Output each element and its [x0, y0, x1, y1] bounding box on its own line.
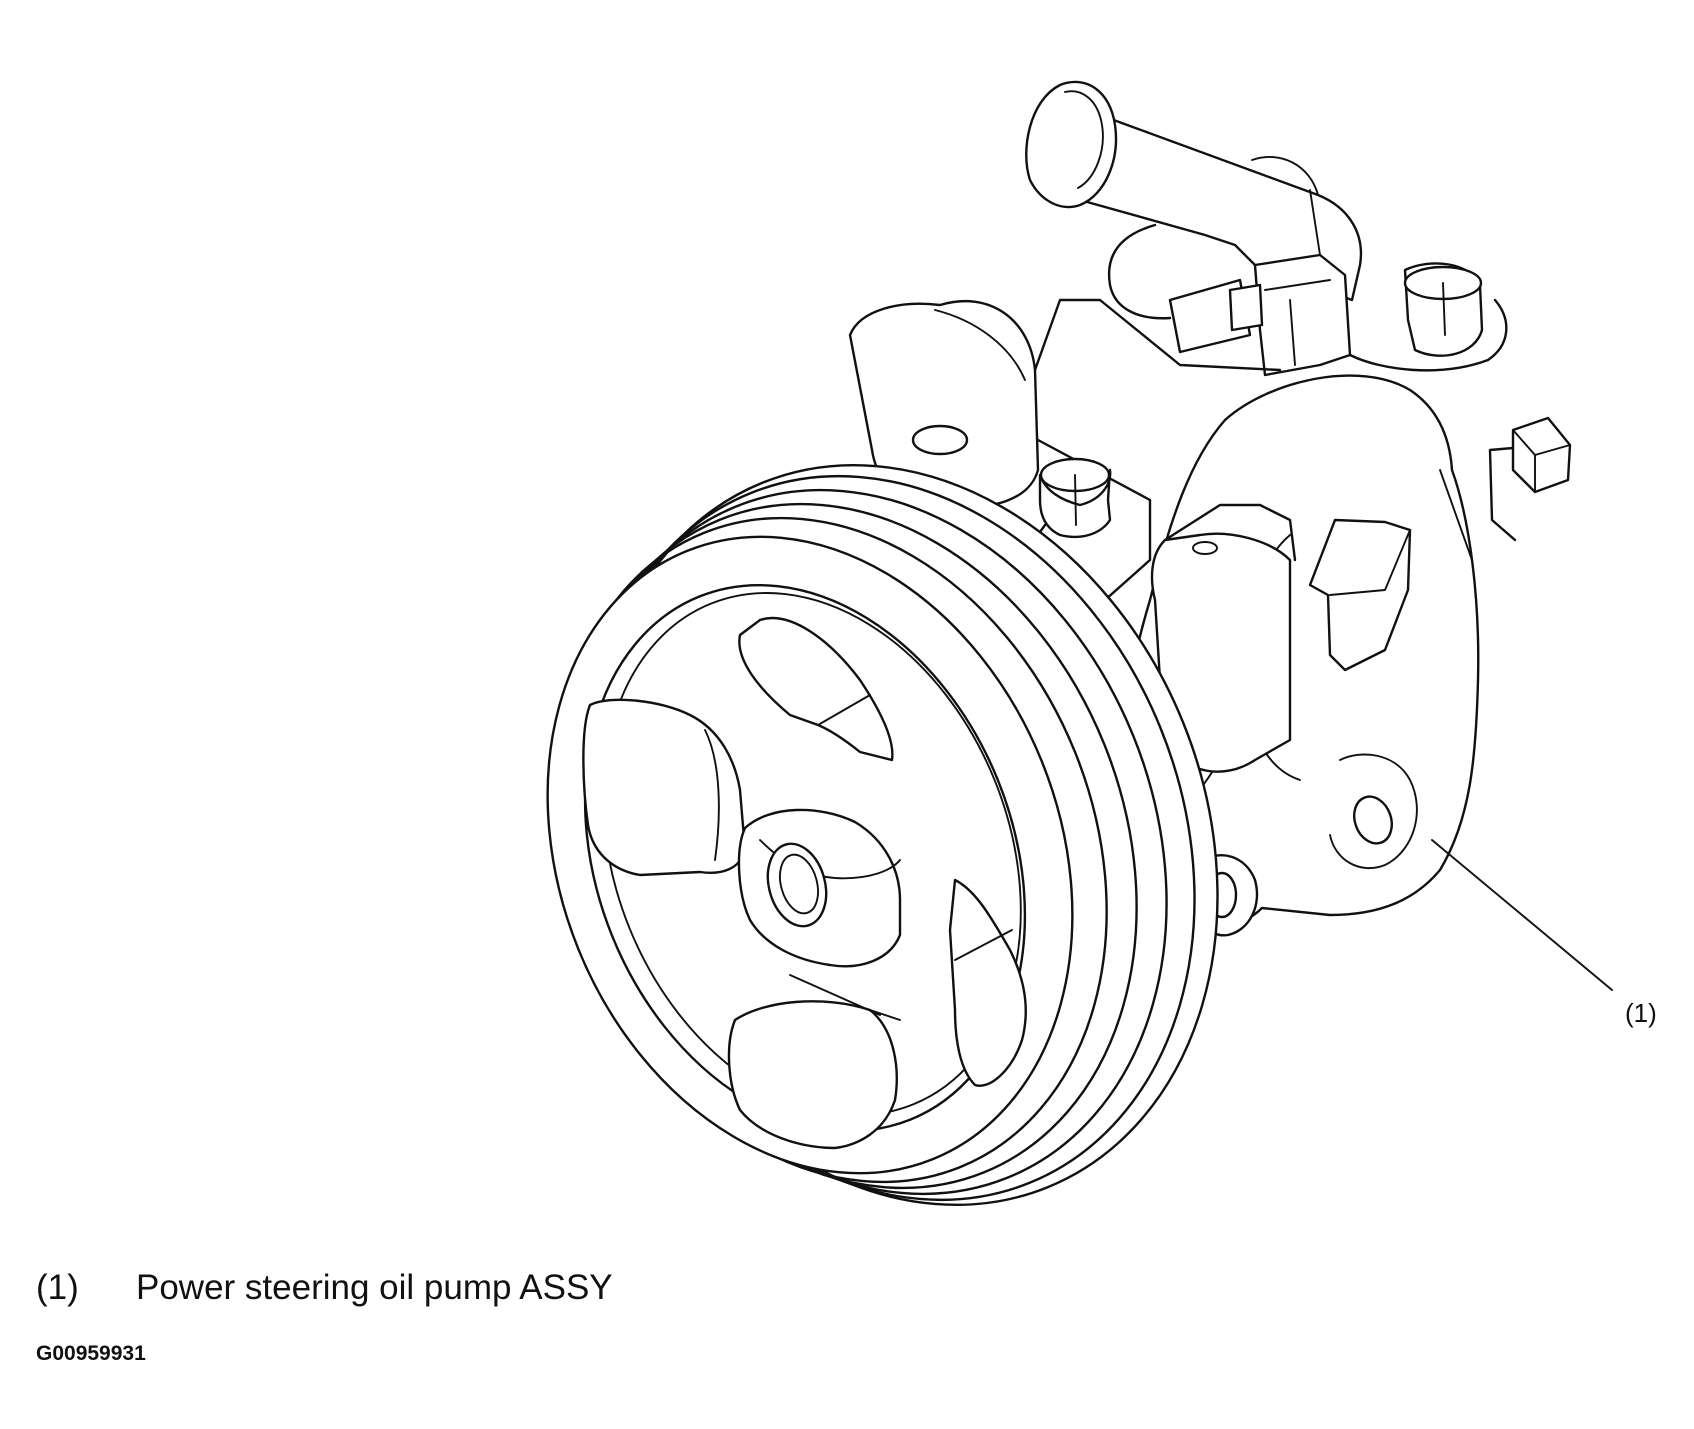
- figure-id: G00959931: [36, 1342, 146, 1365]
- pump-body: [1118, 374, 1572, 930]
- callout-1: (1): [1431, 839, 1657, 1028]
- center-plug: [1038, 457, 1112, 539]
- reservoir-cap: [1348, 262, 1508, 372]
- front-boss: [1150, 503, 1412, 773]
- mounting-bracket: [848, 298, 1282, 642]
- callout-label: (1): [1625, 998, 1657, 1028]
- pressure-switch-connector: [1107, 223, 1352, 377]
- pulley-spokes: [582, 616, 1027, 1150]
- legend-item-1: (1) Power steering oil pump ASSY: [36, 1268, 613, 1308]
- legend-text: Power steering oil pump ASSY: [136, 1268, 613, 1307]
- callout-leader-line: [1431, 839, 1613, 991]
- legend-number: (1): [36, 1268, 79, 1307]
- inlet-tube: [1025, 80, 1363, 302]
